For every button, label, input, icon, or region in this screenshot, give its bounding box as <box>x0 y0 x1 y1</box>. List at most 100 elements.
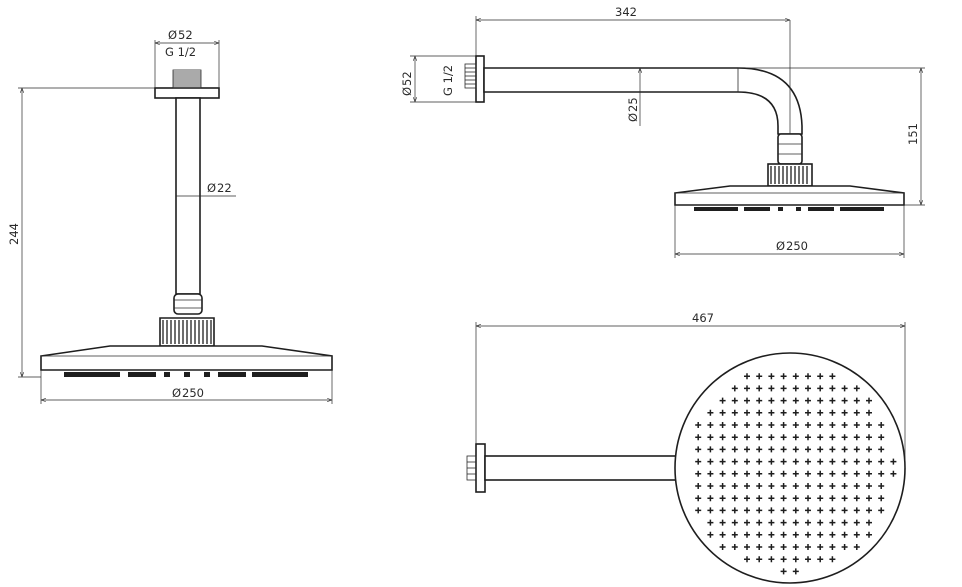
nozzle-mark <box>817 385 824 392</box>
nozzle-mark <box>866 409 872 416</box>
nozzle-mark <box>866 531 872 538</box>
wall-head-diameter-label: 250 <box>786 239 808 253</box>
nozzle-mark <box>792 568 799 575</box>
nozzle-mark <box>817 434 824 441</box>
nozzle-mark <box>805 556 811 563</box>
nozzle-mark <box>731 397 738 404</box>
nozzle-mark <box>756 458 763 465</box>
nozzle-mark <box>780 507 787 514</box>
nozzle-mark <box>768 544 775 550</box>
top-nozzle-pattern <box>695 373 897 575</box>
ceiling-arm-diameter-symbol: Ø <box>207 181 216 195</box>
nozzle-mark <box>768 470 775 477</box>
nozzle-mark <box>695 495 702 502</box>
nozzle-mark <box>780 470 787 477</box>
nozzle-mark <box>780 446 787 453</box>
nozzle-mark <box>756 507 763 514</box>
nozzle-mark <box>756 519 763 526</box>
nozzle-mark <box>878 495 885 502</box>
nozzle-mark <box>853 397 860 404</box>
nozzle-mark <box>866 446 872 453</box>
wall-flange <box>475 55 485 103</box>
nozzle-mark <box>768 385 775 392</box>
wall-shower-head <box>674 185 905 206</box>
ceiling-height-label: 244 <box>7 223 21 245</box>
nozzle-mark <box>707 495 714 502</box>
nozzle-mark <box>780 409 787 416</box>
nozzle-mark <box>780 544 787 550</box>
nozzle-mark <box>829 458 836 465</box>
nozzle-mark <box>866 507 872 514</box>
nozzle-mark <box>829 385 836 392</box>
nozzle-mark <box>744 470 750 477</box>
nozzle-mark <box>731 544 738 550</box>
nozzle-mark <box>841 470 848 477</box>
nozzle-mark <box>731 470 738 477</box>
wall-arm-diameter-label: 25 <box>626 97 640 112</box>
nozzle-mark <box>719 483 726 489</box>
nozzle-mark <box>792 544 799 550</box>
nozzle-mark <box>695 470 702 477</box>
nozzle-mark <box>805 446 811 453</box>
nozzle-mark <box>878 483 885 489</box>
nozzle-mark <box>817 531 824 538</box>
nozzle-mark <box>707 531 714 538</box>
nozzle-mark <box>707 434 714 441</box>
nozzle-mark <box>695 507 702 514</box>
nozzle-mark <box>780 483 787 489</box>
nozzle-mark <box>756 397 763 404</box>
nozzle-mark <box>853 458 860 465</box>
nozzle-mark <box>780 495 787 502</box>
nozzle-mark <box>866 422 872 428</box>
nozzle-mark <box>866 483 872 489</box>
nozzle-mark <box>768 458 775 465</box>
nozzle-mark <box>866 458 872 465</box>
nozzle-mark <box>853 409 860 416</box>
nozzle-mark <box>841 507 848 514</box>
nozzle-mark <box>768 531 775 538</box>
ceiling-arm-view: Ø 52 G 1/2 Ø 22 244 Ø 250 <box>7 28 333 404</box>
nozzle-mark <box>792 397 799 404</box>
nozzle-mark <box>805 373 811 380</box>
nozzle-mark <box>719 507 726 514</box>
nozzle-mark <box>805 531 811 538</box>
nozzle-mark <box>756 373 763 380</box>
nozzle-mark <box>866 397 872 404</box>
nozzle-mark <box>744 422 750 428</box>
nozzle-mark <box>841 458 848 465</box>
nozzle-mark <box>817 519 824 526</box>
nozzle-mark <box>756 531 763 538</box>
nozzle-mark <box>744 544 750 550</box>
nozzle-mark <box>805 519 811 526</box>
nozzle-mark <box>853 434 860 441</box>
wall-arm-tube <box>483 67 803 135</box>
nozzle-mark <box>744 519 750 526</box>
nozzle-mark <box>744 483 750 489</box>
nozzle-mark <box>707 507 714 514</box>
nozzle-mark <box>853 519 860 526</box>
nozzle-mark <box>853 446 860 453</box>
nozzle-mark <box>719 531 726 538</box>
wall-ball-joint <box>777 133 803 165</box>
nozzle-mark <box>744 507 750 514</box>
nozzle-mark <box>829 519 836 526</box>
nozzle-mark <box>731 519 738 526</box>
nozzle-mark <box>695 434 702 441</box>
nozzle-mark <box>768 373 775 380</box>
wall-arm-top-view: 467 <box>466 311 906 584</box>
nozzle-mark <box>805 483 811 489</box>
nozzle-mark <box>878 446 885 453</box>
nozzle-mark <box>768 434 775 441</box>
nozzle-mark <box>841 446 848 453</box>
nozzle-mark <box>731 385 738 392</box>
wall-flange-diameter-symbol: Ø <box>400 87 414 96</box>
nozzle-mark <box>805 422 811 428</box>
nozzle-mark <box>805 409 811 416</box>
nozzle-mark <box>756 422 763 428</box>
ceiling-head-diameter-label: 250 <box>182 386 204 400</box>
nozzle-mark <box>768 397 775 404</box>
nozzle-mark <box>817 409 824 416</box>
nozzle-mark <box>853 483 860 489</box>
nozzle-mark <box>731 531 738 538</box>
